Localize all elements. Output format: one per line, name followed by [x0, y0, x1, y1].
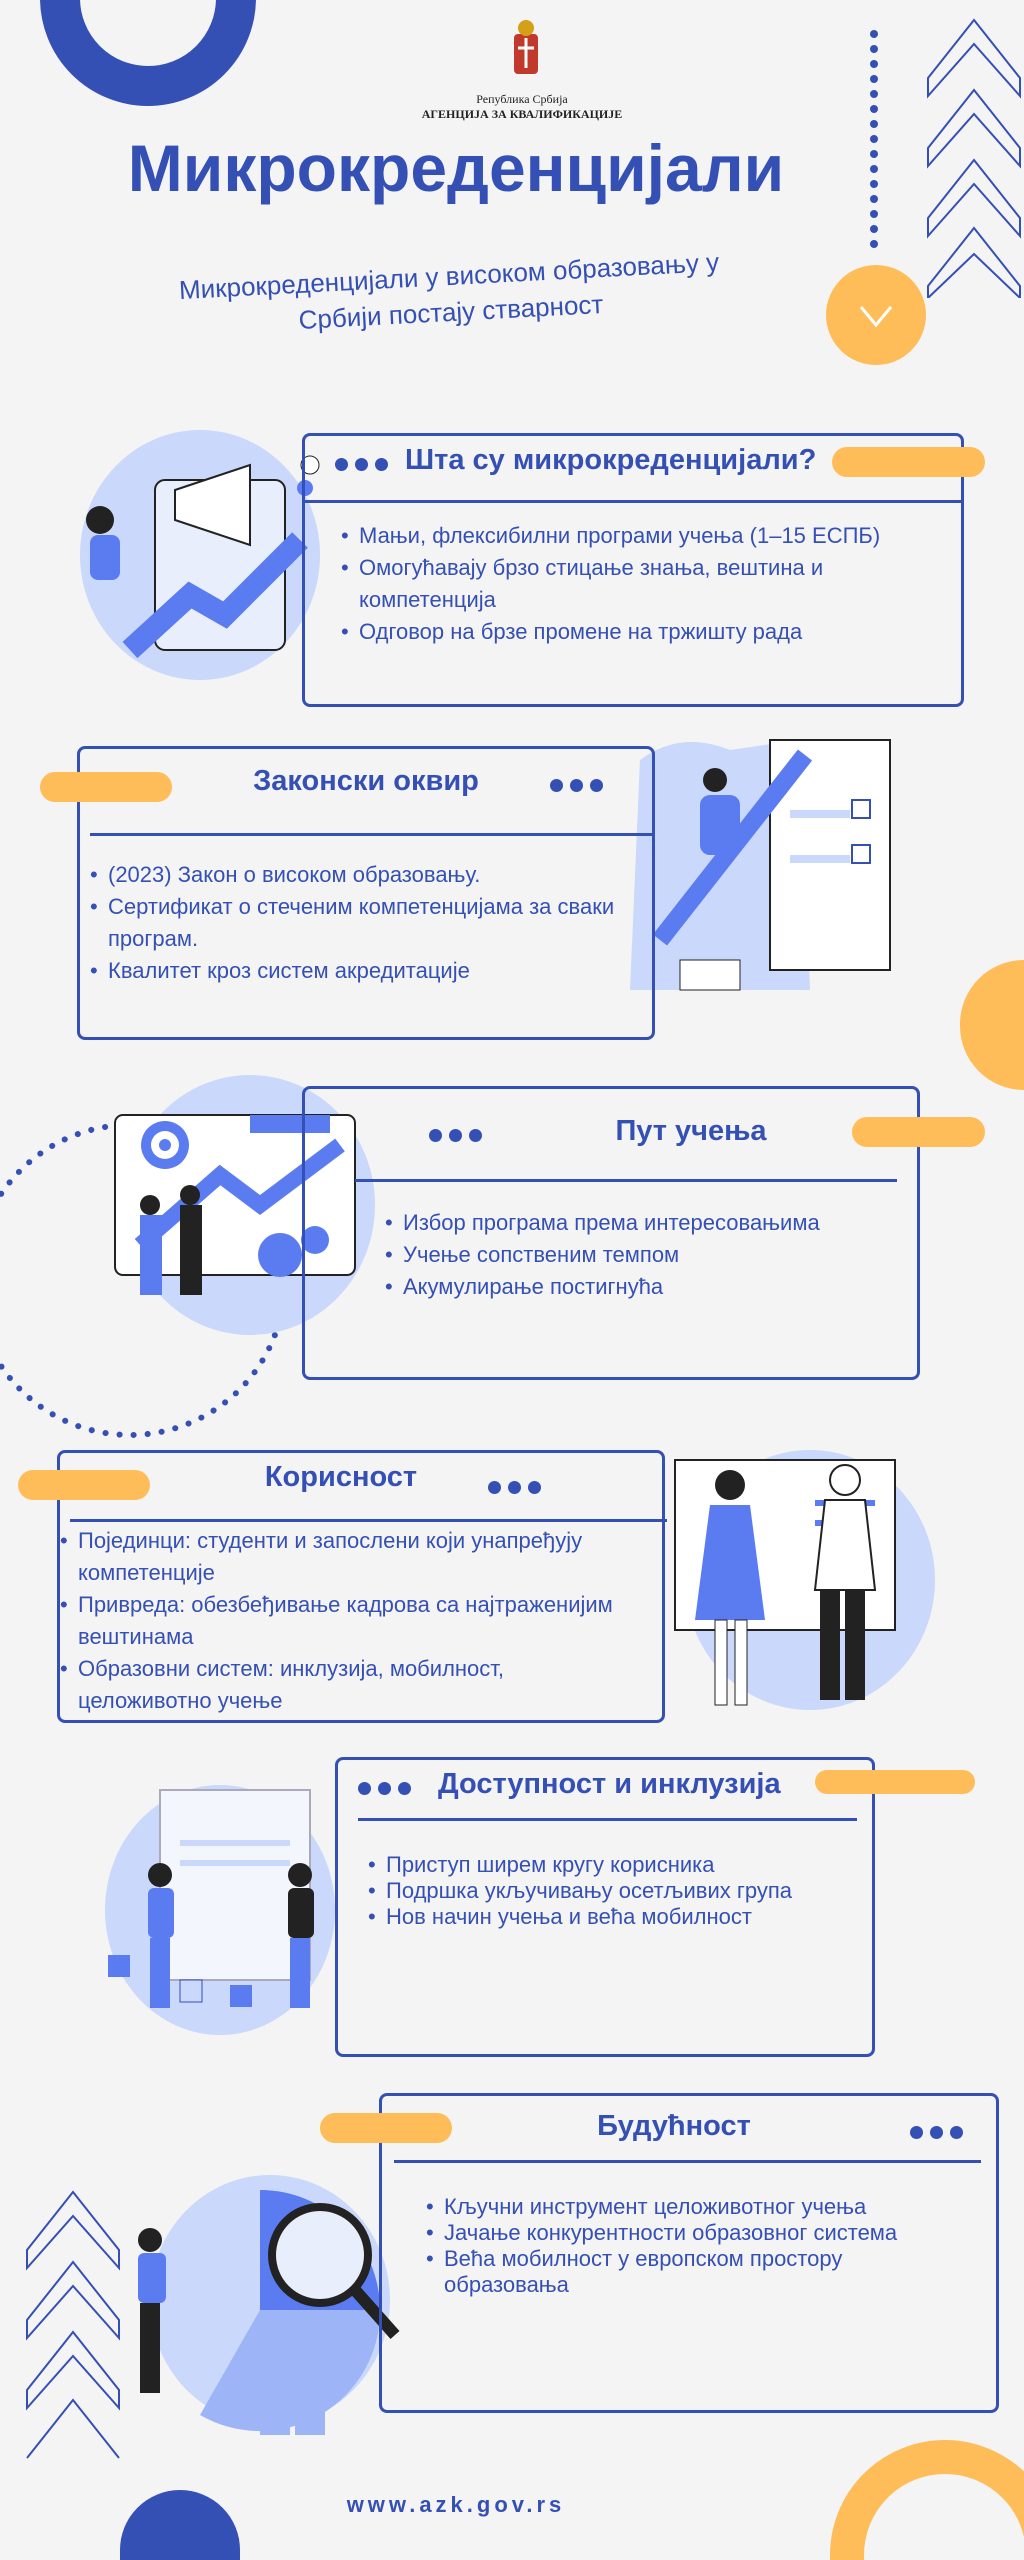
bullet-list: Избор програма према интересовањима Учењ…: [385, 1207, 905, 1303]
orange-pill-decoration: [40, 772, 172, 802]
bullet-list: Мањи, флексибилни програми учења (1–15 Е…: [341, 520, 941, 648]
list-item: Образовни систем: инклузија, мобилност, …: [60, 1653, 620, 1717]
section-title: Будућност: [597, 2110, 751, 2142]
bullet-list: Приступ ширем кругу корисника Подршка ук…: [368, 1852, 838, 1930]
dots-icon: [910, 2126, 963, 2139]
page-title: Микрокреденцијали: [127, 131, 785, 205]
blue-ring-decoration: [40, 0, 256, 106]
scroll-down-button[interactable]: [826, 265, 926, 365]
dots-icon: [550, 779, 603, 792]
list-item: Већа мобилност у европском простору обра…: [426, 2246, 966, 2298]
website-link[interactable]: www.azk.gov.rs: [346, 2492, 566, 2517]
divider: [90, 833, 652, 836]
dotted-line-decoration: [870, 30, 878, 248]
orange-pill-decoration: [815, 1770, 975, 1794]
org-line2: АГЕНЦИЈА ЗА КВАЛИФИКАЦИЈЕ: [421, 107, 623, 121]
list-item: Кључни инструмент целоживотног учења: [426, 2194, 966, 2220]
dots-icon: [488, 1481, 541, 1494]
section-title: Пут учења: [615, 1115, 767, 1147]
handshake-illustration: [674, 1450, 935, 1710]
orange-ring-decoration: [830, 2440, 1024, 2560]
bullet-list: Кључни инструмент целоживотног учења Јач…: [426, 2194, 966, 2298]
list-item: Јачање конкурентности образовног система: [426, 2220, 966, 2246]
section-accessibility-inclusion: Доступност и инклузија Приступ ширем кру…: [335, 1757, 875, 2057]
section-title: Шта су микрокреденцијали?: [405, 444, 817, 476]
list-item: (2023) Закон о високом образовању.: [90, 859, 630, 891]
section-legal-framework: Законски оквир (2023) Закон о високом об…: [77, 746, 655, 1040]
serbia-coat-of-arms-logo: [514, 20, 538, 74]
divider: [394, 2160, 981, 2163]
target-growth-illustration: [114, 1075, 375, 1335]
chevrons-up-decoration: [927, 18, 1021, 298]
analytics-magnifier-illustration: [138, 2175, 400, 2435]
list-item: Квалитет кроз систем акредитације: [90, 955, 630, 987]
org-line1: Република Србија: [476, 92, 568, 106]
divider: [305, 500, 961, 503]
list-item: Појединци: студенти и запослени који уна…: [60, 1525, 620, 1589]
divider: [355, 1179, 897, 1182]
orange-pill-decoration: [852, 1117, 985, 1147]
section-title: Корисност: [264, 1461, 418, 1493]
list-item: Одговор на брзе промене на тржишту рада: [341, 616, 941, 648]
page-subtitle: Микрокреденцијали у високом образовању у…: [139, 242, 762, 346]
list-item: Акумулирање постигнућа: [385, 1271, 905, 1303]
divider: [70, 1519, 667, 1522]
bullet-list: Појединци: студенти и запослени који уна…: [60, 1525, 620, 1717]
section-learning-path: Пут учења Избор програма према интересов…: [302, 1086, 920, 1380]
list-item: Сертификат о стеченим компетенцијама за …: [90, 891, 630, 955]
section-future: Будућност Кључни инструмент целоживотног…: [379, 2093, 999, 2413]
list-item: Подршка укључивању осетљивих група: [368, 1878, 838, 1904]
section-what-are-microcredentials: Шта су микрокреденцијали? Мањи, флексиби…: [302, 433, 964, 707]
list-item: Учење сопственим темпом: [385, 1239, 905, 1271]
dots-icon: [335, 458, 388, 471]
orange-pill-decoration: [18, 1470, 150, 1500]
chevrons-left-decoration: [26, 2190, 120, 2459]
dots-icon: [429, 1129, 482, 1142]
list-item: Мањи, флексибилни програми учења (1–15 Е…: [341, 520, 941, 552]
bullet-list: (2023) Закон о високом образовању. Серти…: [90, 859, 630, 987]
pencil-checklist-illustration: [630, 739, 891, 991]
section-usefulness: Корисност Појединци: студенти и запослен…: [57, 1450, 667, 1723]
chevron-down-icon: [859, 306, 893, 328]
list-item: Нов начин учења и већа мобилност: [368, 1904, 838, 1930]
dots-icon: [358, 1782, 411, 1795]
list-item: Привреда: обезбеђивање кадрова са најтра…: [60, 1589, 620, 1653]
orange-half-circle-decoration: [960, 960, 1024, 1090]
inclusion-illustration: [105, 1785, 335, 2035]
orange-pill-decoration: [320, 2113, 452, 2143]
list-item: Приступ ширем кругу корисника: [368, 1852, 838, 1878]
megaphone-illustration: [80, 430, 320, 680]
divider: [358, 1818, 857, 1821]
org-name: Република Србија АГЕНЦИЈА ЗА КВАЛИФИКАЦИ…: [0, 92, 1024, 122]
section-title: Доступност и инклузија: [438, 1768, 781, 1800]
section-title: Законски оквир: [253, 765, 479, 797]
list-item: Омогућавају брзо стицање знања, вештина …: [341, 552, 941, 616]
list-item: Избор програма према интересовањима: [385, 1207, 905, 1239]
orange-pill-decoration: [832, 447, 985, 477]
